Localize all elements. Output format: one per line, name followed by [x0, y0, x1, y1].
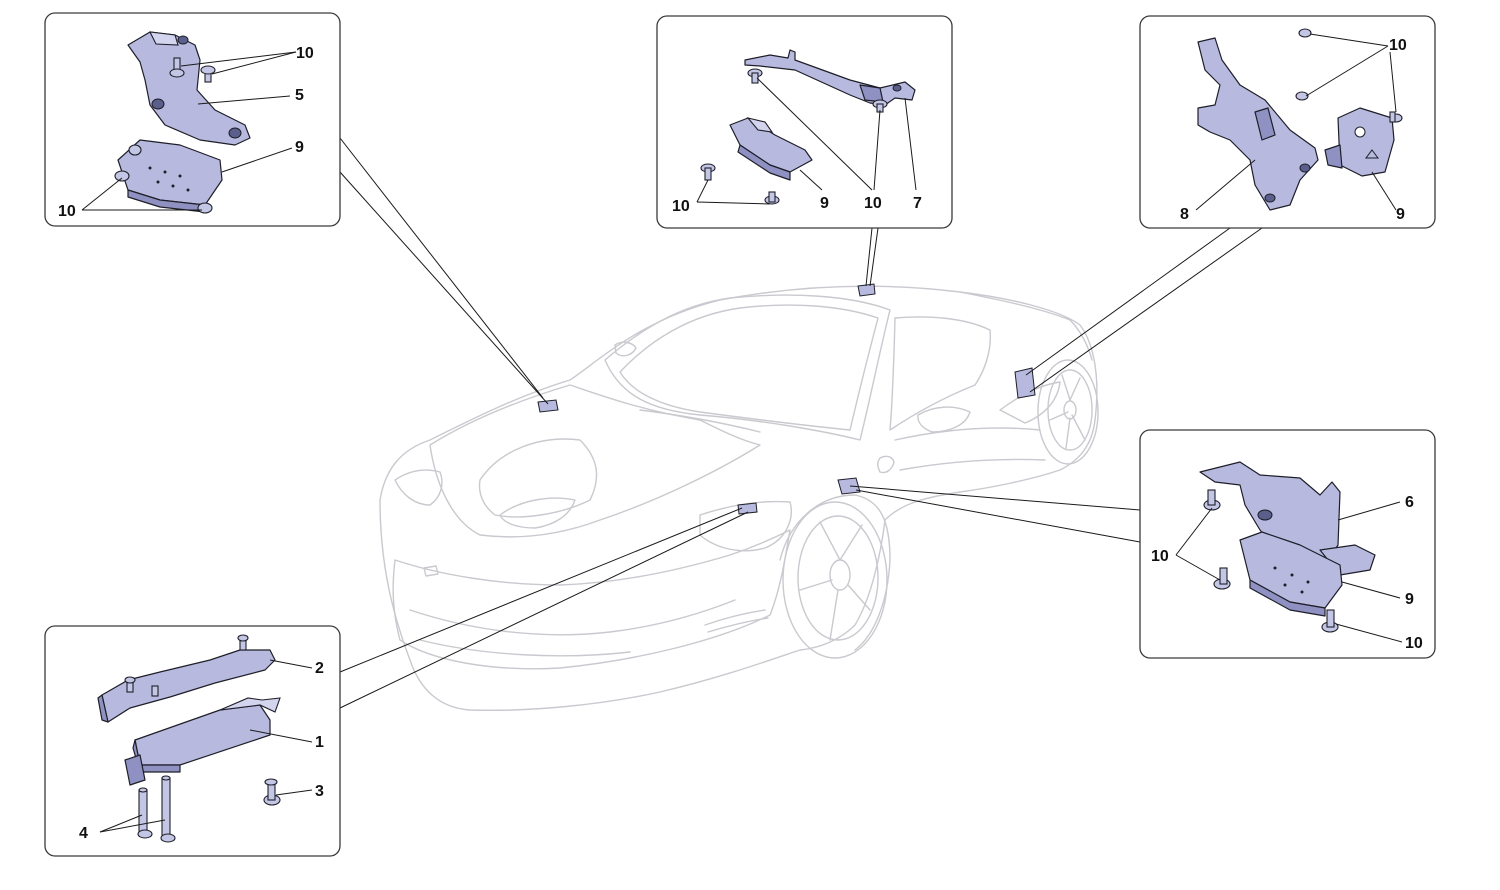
- callout-1: 1: [315, 734, 324, 751]
- car-mount-points: [537, 283, 1036, 515]
- callout-3: 3: [315, 783, 324, 800]
- callout-4: 4: [79, 825, 88, 842]
- callout-5: 5: [295, 87, 304, 104]
- callout-7: 7: [913, 195, 922, 212]
- panel-top-right: [1139, 15, 1436, 229]
- callout-10-middle-right-bottom: 10: [1405, 635, 1423, 652]
- callout-10-top-center-left: 10: [672, 198, 690, 215]
- callout-10-top-right: 10: [1389, 37, 1407, 54]
- callout-9-top-center: 9: [820, 195, 829, 212]
- callout-6: 6: [1405, 494, 1414, 511]
- callout-labels: 10 5 9 10 9 10 7 10 10 8 9 6 10 9 10 2 1…: [58, 37, 1423, 842]
- callout-9-top-right: 9: [1396, 206, 1405, 223]
- callout-10-top-center-right: 10: [864, 195, 882, 212]
- panel-leader-lines: [339, 137, 1263, 709]
- callout-10-top-left-upper: 10: [296, 45, 314, 62]
- callout-8: 8: [1180, 206, 1189, 223]
- callout-2: 2: [315, 660, 324, 677]
- car-outline: [379, 285, 1099, 712]
- panel-top-center: [656, 15, 953, 229]
- callout-10-top-left-lower: 10: [58, 203, 76, 220]
- callout-9-top-left: 9: [295, 139, 304, 156]
- callout-10-middle-right-left: 10: [1151, 548, 1169, 565]
- panel-top-left: [44, 12, 341, 227]
- panel-bottom-left: [44, 625, 341, 857]
- panel-middle-right: [1139, 429, 1436, 659]
- callout-9-middle-right: 9: [1405, 591, 1414, 608]
